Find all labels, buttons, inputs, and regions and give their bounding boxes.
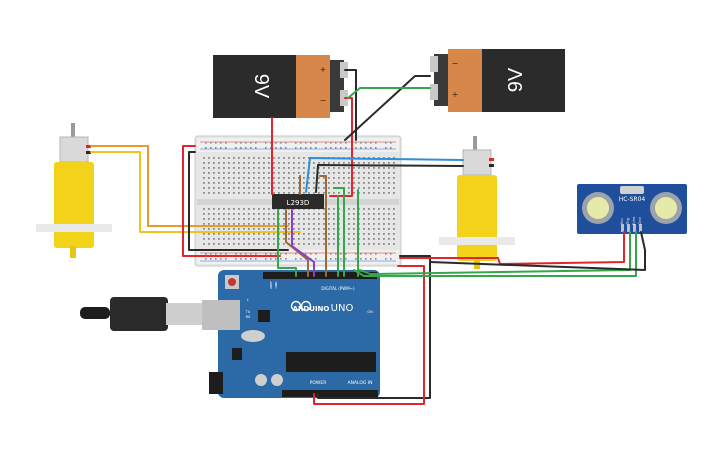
usb-cable[interactable]	[80, 297, 240, 331]
dc-motor-left[interactable]	[36, 123, 112, 258]
arduino-model: UNO	[331, 303, 354, 314]
arduino-digital-label: DIGITAL (PWM~)	[321, 286, 355, 291]
wires	[90, 69, 646, 405]
arduino-gnd-label: GND	[274, 281, 278, 289]
arduino-led-l: L	[247, 298, 249, 302]
arduino-uno[interactable]: ARDUINO UNO DIGITAL (PWM~) POWER ANALOG …	[209, 270, 380, 398]
sensor-pin-echo: Echo	[632, 217, 636, 226]
sensor-pin-trig: Trig	[626, 218, 630, 225]
battery-left[interactable]: 9V + −	[213, 55, 348, 118]
dc-motor-right[interactable]	[439, 136, 515, 269]
sensor-pin-gnd: Gnd	[638, 217, 642, 224]
breadboard-holes	[203, 142, 395, 260]
arduino-on-label: ON	[367, 310, 373, 314]
arduino-analog-label: ANALOG IN	[347, 380, 372, 386]
arduino-infinity-icon	[290, 300, 302, 312]
arduino-led-rx: RX	[246, 315, 251, 319]
battery-right[interactable]: 9V − +	[430, 49, 565, 112]
battery-left-label: 9V	[250, 74, 272, 99]
battery-right-label: 9V	[505, 67, 527, 92]
ultrasonic-sensor[interactable]: HC-SR04 Vcc Trig Echo Gnd	[577, 184, 687, 234]
battery-right-plus: +	[452, 90, 459, 99]
sensor-pin-vcc: Vcc	[620, 218, 624, 224]
arduino-aref-label: AREF	[269, 281, 273, 289]
battery-right-minus: −	[452, 59, 459, 68]
arduino-power-label: POWER	[310, 380, 327, 386]
battery-left-plus: +	[320, 65, 327, 74]
l293d-chip[interactable]: L293D	[272, 194, 324, 209]
l293d-label: L293D	[287, 199, 310, 207]
arduino-logo-text: ARDUINO	[293, 305, 330, 313]
battery-left-minus: −	[320, 96, 327, 105]
arduino-led-tx: TX	[245, 310, 251, 314]
sensor-label: HC-SR04	[619, 196, 646, 203]
